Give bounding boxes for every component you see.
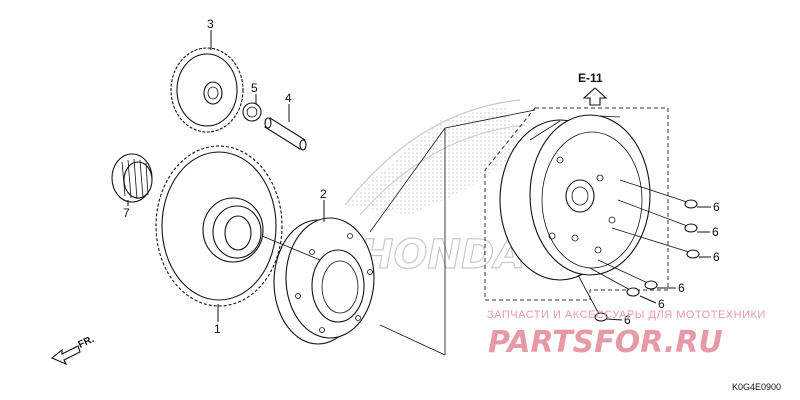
part-2-starter-clutch [273, 217, 375, 345]
callout-6-d: 6 [678, 281, 685, 295]
bolt [611, 227, 700, 259]
bolt [589, 267, 640, 297]
part-7-needle-bearing [111, 153, 153, 203]
callout-5: 5 [251, 81, 258, 95]
reference-arrow [582, 87, 608, 106]
callout-7: 7 [123, 206, 130, 220]
callout-6-c: 6 [713, 250, 720, 264]
flywheel-assembly [499, 114, 651, 281]
part-5-bushing [242, 102, 262, 122]
diagram-code: K0G4E0900 [732, 382, 781, 392]
part-4-shaft [264, 117, 307, 151]
callout-6-a: 6 [713, 200, 720, 214]
front-label: FR. [77, 334, 96, 351]
callout-1: 1 [214, 322, 221, 336]
shop-watermark: ЗАПЧАСТИ И АКСЕССУАРЫ ДЛЯ МОТОТЕХНИКИ PA… [487, 309, 766, 360]
bolt [577, 274, 608, 322]
watermark-site: PARTSFOR.RU [488, 325, 723, 360]
bolt [597, 259, 658, 290]
callout-4: 4 [285, 91, 292, 105]
wing-logo-shape [345, 105, 525, 215]
assembly-dashed-box [484, 107, 669, 301]
front-arrow-icon [50, 345, 81, 366]
callout-2: 2 [320, 187, 327, 201]
part-3-small-gear [170, 47, 244, 133]
assembly-lines [261, 109, 536, 356]
bolt [617, 199, 698, 233]
bolt [619, 179, 698, 209]
reference-label: E-11 [578, 71, 603, 85]
callout-6-e: 6 [658, 297, 665, 311]
brand-watermark-text: HONDA [360, 232, 525, 278]
watermark-caption: ЗАПЧАСТИ И АКСЕССУАРЫ ДЛЯ МОТОТЕХНИКИ [487, 309, 766, 321]
callout-6-b: 6 [712, 225, 719, 239]
leader-lines [127, 30, 711, 322]
brand-watermark: HONDA [344, 99, 526, 279]
callout-6-f: 6 [624, 313, 631, 327]
front-direction-indicator: FR. [50, 334, 96, 366]
bolts-6 [577, 179, 700, 322]
callout-numbers: 3 5 4 2 1 7 6 6 6 6 6 6 [123, 17, 720, 336]
callout-3: 3 [207, 17, 214, 31]
part-1-large-gear [155, 145, 283, 307]
